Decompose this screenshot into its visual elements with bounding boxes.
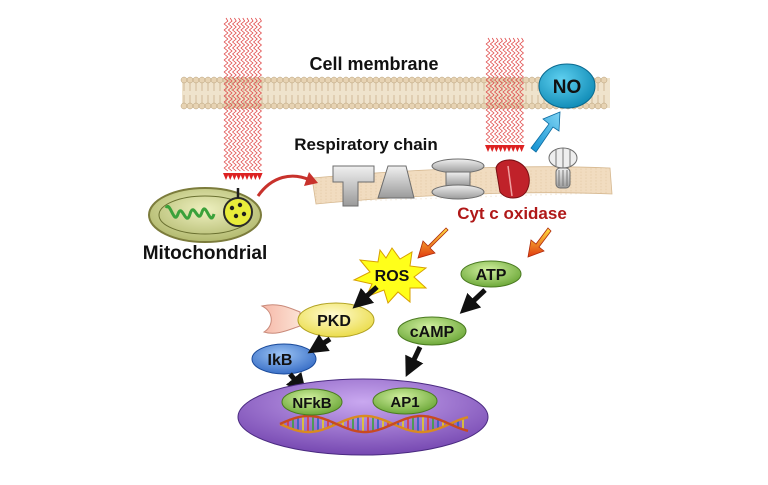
no-label: NO	[553, 77, 582, 98]
atp-label: ATP	[476, 267, 507, 284]
atp-gradient-arrow	[527, 227, 552, 258]
complex-iii-icon	[431, 158, 485, 200]
nfkb-factor	[281, 388, 343, 416]
camp-label: cAMP	[410, 324, 455, 341]
pkd-kinase	[297, 302, 375, 338]
light-waves	[223, 17, 525, 180]
ros-to-pkd-arrow	[352, 285, 379, 309]
mitochondrion	[148, 187, 262, 243]
respiratory-chain-complexes	[332, 147, 578, 207]
ap1-factor	[372, 387, 438, 415]
respiratory-chain-label: Respiratory chain	[294, 135, 438, 154]
cyt-c-oxidase-label: Cyt c oxidase	[457, 204, 567, 223]
nfkb-label: NFkB	[292, 395, 331, 412]
dna-helix-icon	[279, 414, 469, 434]
ros-gradient-arrow	[417, 227, 449, 259]
cell-membrane-label: Cell membrane	[309, 54, 438, 74]
black-arrows	[285, 285, 487, 394]
atp-synthase-icon	[548, 147, 578, 189]
pkd-to-ikb-arrow	[307, 334, 332, 354]
pkd-label: PKD	[317, 313, 351, 330]
mitochondrial-label: Mitochondrial	[143, 243, 268, 264]
atp-to-camp-arrow	[459, 288, 487, 314]
camp-molecule	[397, 316, 467, 346]
ros-label: ROS	[375, 268, 410, 285]
mitochondria-cristae-icon	[164, 204, 216, 220]
complex-ii-icon	[377, 165, 415, 199]
mito-to-chain-arrow	[256, 174, 311, 197]
blue-arrow-icon	[530, 111, 561, 153]
camp-to-ap1-arrow	[405, 345, 424, 378]
ikb-protein	[251, 343, 317, 375]
ikb-label: IkB	[268, 352, 293, 369]
no-molecule	[538, 63, 596, 109]
atp-molecule	[460, 260, 522, 288]
ap1-label: AP1	[390, 394, 419, 411]
complex-i-icon	[332, 165, 375, 207]
cyt-c-oxidase-protein	[495, 159, 530, 199]
pkd-kinase-tail-icon	[260, 304, 301, 334]
